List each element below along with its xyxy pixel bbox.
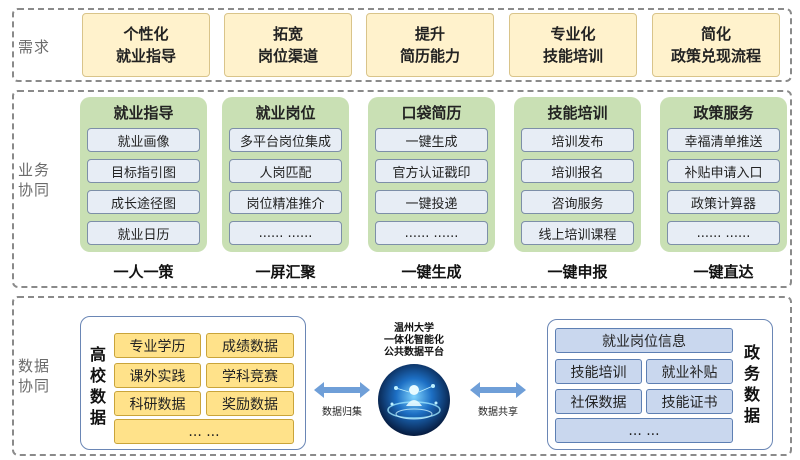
government-data-item: 技能培训 [555, 359, 642, 384]
service-item: 咨询服务 [521, 190, 634, 214]
title-char: 高 [89, 345, 106, 364]
column-title: 政策服务 [693, 104, 754, 122]
platform-title: 温州大学 一体化智能化 公共数据平台 [368, 323, 460, 359]
government-data-item: 技能证书 [646, 389, 733, 414]
platform-title-line2: 一体化智能化 [384, 335, 444, 346]
arrow-label-collect: 数据归集 [322, 407, 362, 418]
double-arrow-icon [470, 382, 526, 398]
service-item: 补贴申请入口 [667, 159, 780, 183]
column-slogan: 一键生成 [401, 263, 462, 281]
business-label-line2: 协同 [18, 181, 51, 199]
demand-section [12, 8, 792, 82]
government-data-title: 政 务 数 据 [741, 342, 763, 426]
data-label-line1: 数据 [18, 357, 51, 375]
service-item: ...... ...... [667, 221, 780, 245]
service-item: 岗位精准推介 [229, 190, 342, 214]
demand-line1: 拓宽 [272, 25, 303, 43]
university-data-item: 学科竞赛 [206, 363, 294, 388]
service-item: 多平台岗位集成 [229, 128, 342, 152]
demand-line1: 简化 [700, 25, 731, 43]
service-item: 一键投递 [375, 190, 488, 214]
university-data-item: 科研数据 [114, 391, 201, 416]
title-char: 政 [743, 343, 760, 362]
title-char: 数 [89, 387, 106, 406]
business-label: 业务 协同 [18, 160, 50, 200]
platform-title-line3: 公共数据平台 [384, 347, 444, 358]
service-item: 就业画像 [87, 128, 200, 152]
data-section [12, 296, 792, 456]
demand-line2: 政策兑现流程 [670, 47, 761, 65]
university-data-item: 成绩数据 [206, 333, 294, 358]
service-item: 培训发布 [521, 128, 634, 152]
service-item: 培训报名 [521, 159, 634, 183]
demand-line2: 技能培训 [542, 47, 603, 65]
service-item: 人岗匹配 [229, 159, 342, 183]
service-item: ...... ...... [375, 221, 488, 245]
column-title: 技能培训 [547, 104, 608, 122]
demand-label: 需求 [18, 38, 51, 56]
column-slogan: 一键直达 [693, 263, 754, 281]
arrow-label-share: 数据共享 [478, 407, 518, 418]
university-data-item: 奖励数据 [206, 391, 294, 416]
business-label-line1: 业务 [18, 161, 51, 179]
demand-box: 个性化就业指导 [82, 13, 210, 77]
government-data-item: 社保数据 [555, 389, 642, 414]
service-item: ...... ...... [229, 221, 342, 245]
service-item: 官方认证戳印 [375, 159, 488, 183]
double-arrow-icon [314, 382, 370, 398]
data-platform-globe-icon [378, 364, 450, 436]
demand-box: 专业化技能培训 [509, 13, 637, 77]
column-slogan: 一屏汇聚 [255, 263, 316, 281]
service-item: 目标指引图 [87, 159, 200, 183]
demand-line1: 提升 [414, 25, 445, 43]
title-char: 据 [89, 408, 106, 427]
column-title: 口袋简历 [401, 104, 462, 122]
column-title: 就业岗位 [255, 104, 316, 122]
demand-line2: 简历能力 [399, 47, 460, 65]
demand-box: 拓宽岗位渠道 [224, 13, 352, 77]
university-data-item: 专业学历 [114, 333, 201, 358]
government-data-item: 就业补贴 [646, 359, 733, 384]
government-data-item: ... ... [555, 418, 733, 443]
column-slogan: 一人一策 [113, 263, 174, 281]
title-char: 校 [89, 366, 106, 385]
title-char: 数 [743, 385, 760, 404]
data-label-line2: 协同 [18, 377, 51, 395]
university-data-item: ... ... [114, 419, 294, 444]
university-data-title: 高 校 数 据 [87, 344, 109, 428]
government-data-item: 就业岗位信息 [555, 328, 733, 353]
column-title: 就业指导 [113, 104, 174, 122]
demand-line1: 专业化 [550, 25, 596, 43]
demand-line1: 个性化 [123, 25, 169, 43]
demand-box: 提升简历能力 [366, 13, 494, 77]
university-data-item: 课外实践 [114, 363, 201, 388]
service-item: 幸福清单推送 [667, 128, 780, 152]
title-char: 务 [743, 364, 760, 383]
service-item: 就业日历 [87, 221, 200, 245]
data-label: 数据 协同 [18, 356, 50, 396]
platform-title-line1: 温州大学 [394, 323, 434, 334]
column-slogan: 一键申报 [547, 263, 608, 281]
title-char: 据 [743, 406, 760, 425]
demand-line2: 就业指导 [115, 47, 176, 65]
service-item: 政策计算器 [667, 190, 780, 214]
business-section [12, 90, 792, 288]
service-item: 线上培训课程 [521, 221, 634, 245]
service-item: 一键生成 [375, 128, 488, 152]
demand-line2: 岗位渠道 [257, 47, 318, 65]
service-item: 成长途径图 [87, 190, 200, 214]
demand-box: 简化政策兑现流程 [652, 13, 780, 77]
